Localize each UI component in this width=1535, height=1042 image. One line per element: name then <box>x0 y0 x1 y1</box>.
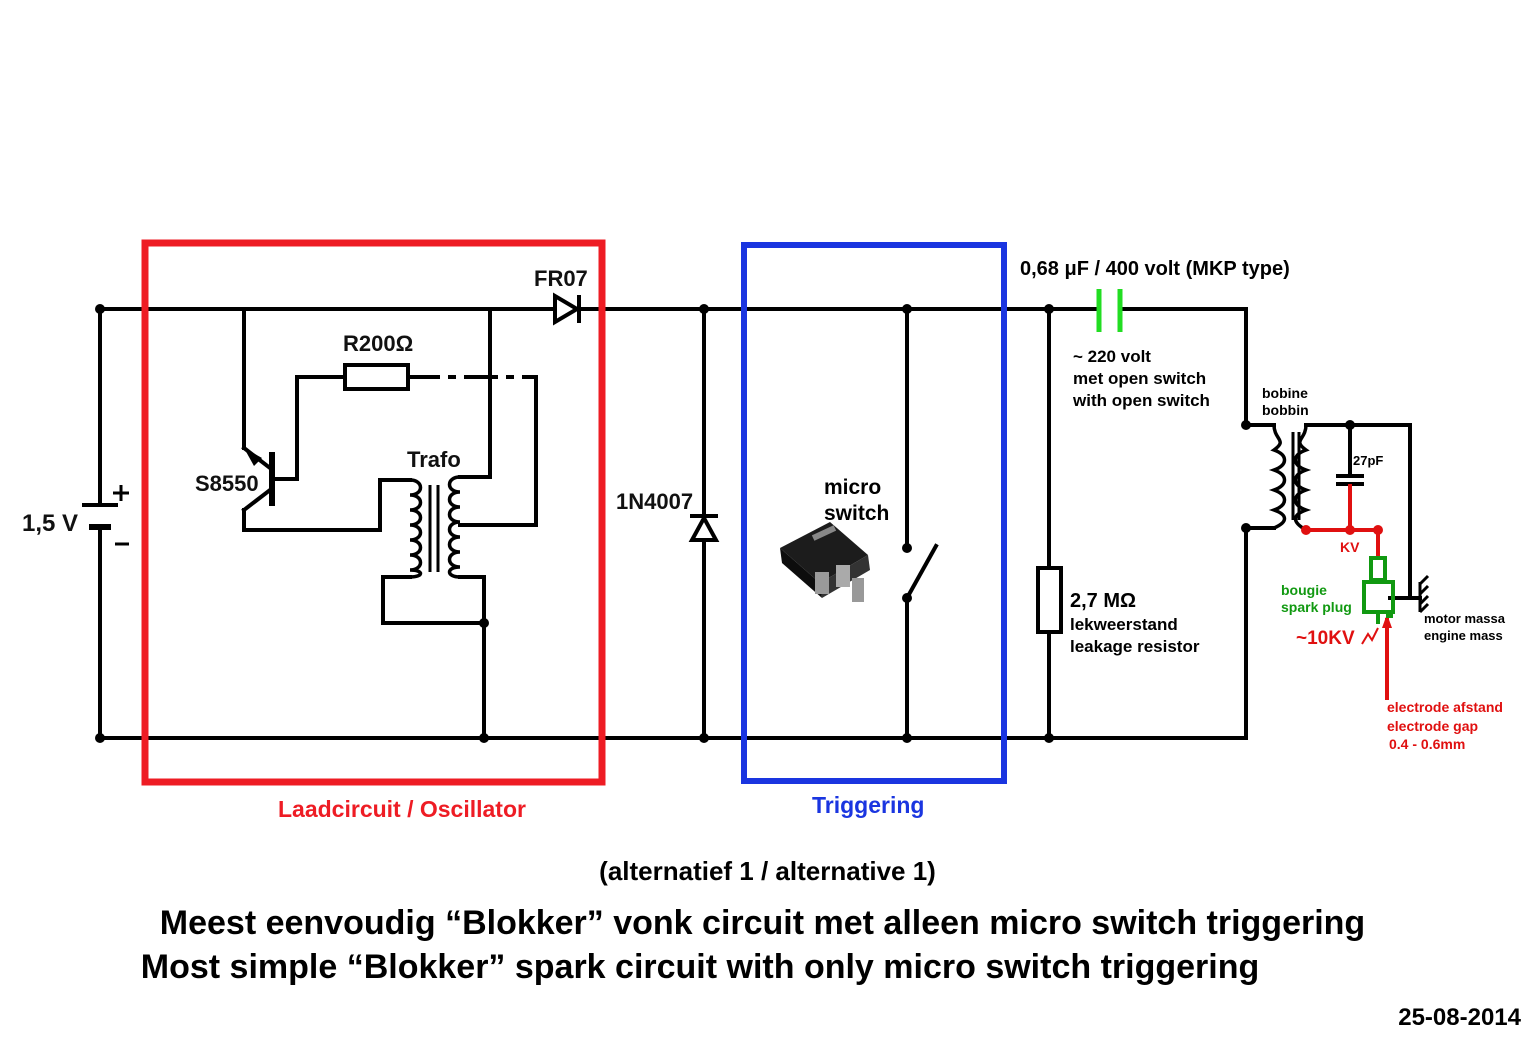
wires <box>98 307 1422 740</box>
hv-junction-2 <box>1345 525 1355 535</box>
bobbin-label-en: bobbin <box>1262 402 1309 418</box>
kv-label: KV <box>1340 539 1360 555</box>
resistor-r200 <box>343 363 410 391</box>
micro-switch-label-2: switch <box>824 502 889 525</box>
engine-mass-label-nl: motor massa <box>1424 611 1506 626</box>
cap-voltage-label-2: met open switch <box>1073 369 1206 388</box>
ground-symbol <box>1418 574 1430 614</box>
trafo-label: Trafo <box>407 447 461 472</box>
diode-1n4007 <box>688 513 720 542</box>
title-dutch: Meest eenvoudig “Blokker” vonk circuit m… <box>159 904 1366 942</box>
capacitor-068uf <box>1096 289 1123 332</box>
electrode-gap-label-nl: electrode afstand <box>1387 699 1503 715</box>
cap-voltage-label-3: with open switch <box>1072 391 1210 410</box>
alternative-caption: (alternatief 1 / alternative 1) <box>599 856 936 886</box>
resistor-leakage <box>1036 566 1063 634</box>
bobbin-label-nl: bobine <box>1262 385 1308 401</box>
resistor-r200-label: R200Ω <box>343 331 413 356</box>
electrode-gap-value: 0.4 - 0.6mm <box>1389 736 1465 752</box>
capacitor-27pf <box>1336 474 1364 530</box>
transistor-label: S8550 <box>195 471 259 496</box>
trafo-symbol <box>409 475 461 579</box>
spark-icon <box>1361 627 1379 645</box>
micro-switch-label-1: micro <box>824 476 881 499</box>
title-english: Most simple “Blokker” spark circuit with… <box>140 948 1260 986</box>
battery-label: 1,5 V <box>22 510 78 537</box>
diode-fr07-label: FR07 <box>534 266 588 291</box>
engine-mass-label-en: engine mass <box>1424 628 1503 643</box>
diode-fr07 <box>553 292 581 326</box>
high-voltage-label: ~10KV <box>1296 628 1355 649</box>
junction-dots <box>95 304 1355 743</box>
spark-plug-symbol <box>1362 556 1395 624</box>
hv-junction-1 <box>1301 525 1311 535</box>
cap-27pf-label: 27pF <box>1353 453 1383 468</box>
trigger-title: Triggering <box>812 792 924 818</box>
transistor-symbol <box>244 448 275 506</box>
battery-symbol <box>82 485 129 546</box>
cap-voltage-label-1: ~ 220 volt <box>1073 347 1151 366</box>
spark-plug-label-en: spark plug <box>1281 599 1352 615</box>
date-stamp: 25-08-2014 <box>1398 1004 1521 1031</box>
bobbin-symbol <box>1268 424 1312 532</box>
trigger-box <box>741 242 1007 784</box>
diode-1n4007-label: 1N4007 <box>616 489 693 514</box>
capacitor-label: 0,68 μF / 400 volt (MKP type) <box>1020 258 1290 280</box>
spark-plug-label-nl: bougie <box>1281 582 1327 598</box>
leakage-resistor-en: leakage resistor <box>1070 637 1200 656</box>
leakage-resistor-nl: lekweerstand <box>1070 615 1178 634</box>
charge-circuit-box <box>141 239 606 786</box>
leakage-resistor-value: 2,7 MΩ <box>1070 590 1136 612</box>
electrode-gap-label-en: electrode gap <box>1387 718 1478 734</box>
micro-switch-image <box>780 522 870 602</box>
charge-circuit-title: Laadcircuit / Oscillator <box>278 796 526 822</box>
hv-junction-3 <box>1373 525 1383 535</box>
